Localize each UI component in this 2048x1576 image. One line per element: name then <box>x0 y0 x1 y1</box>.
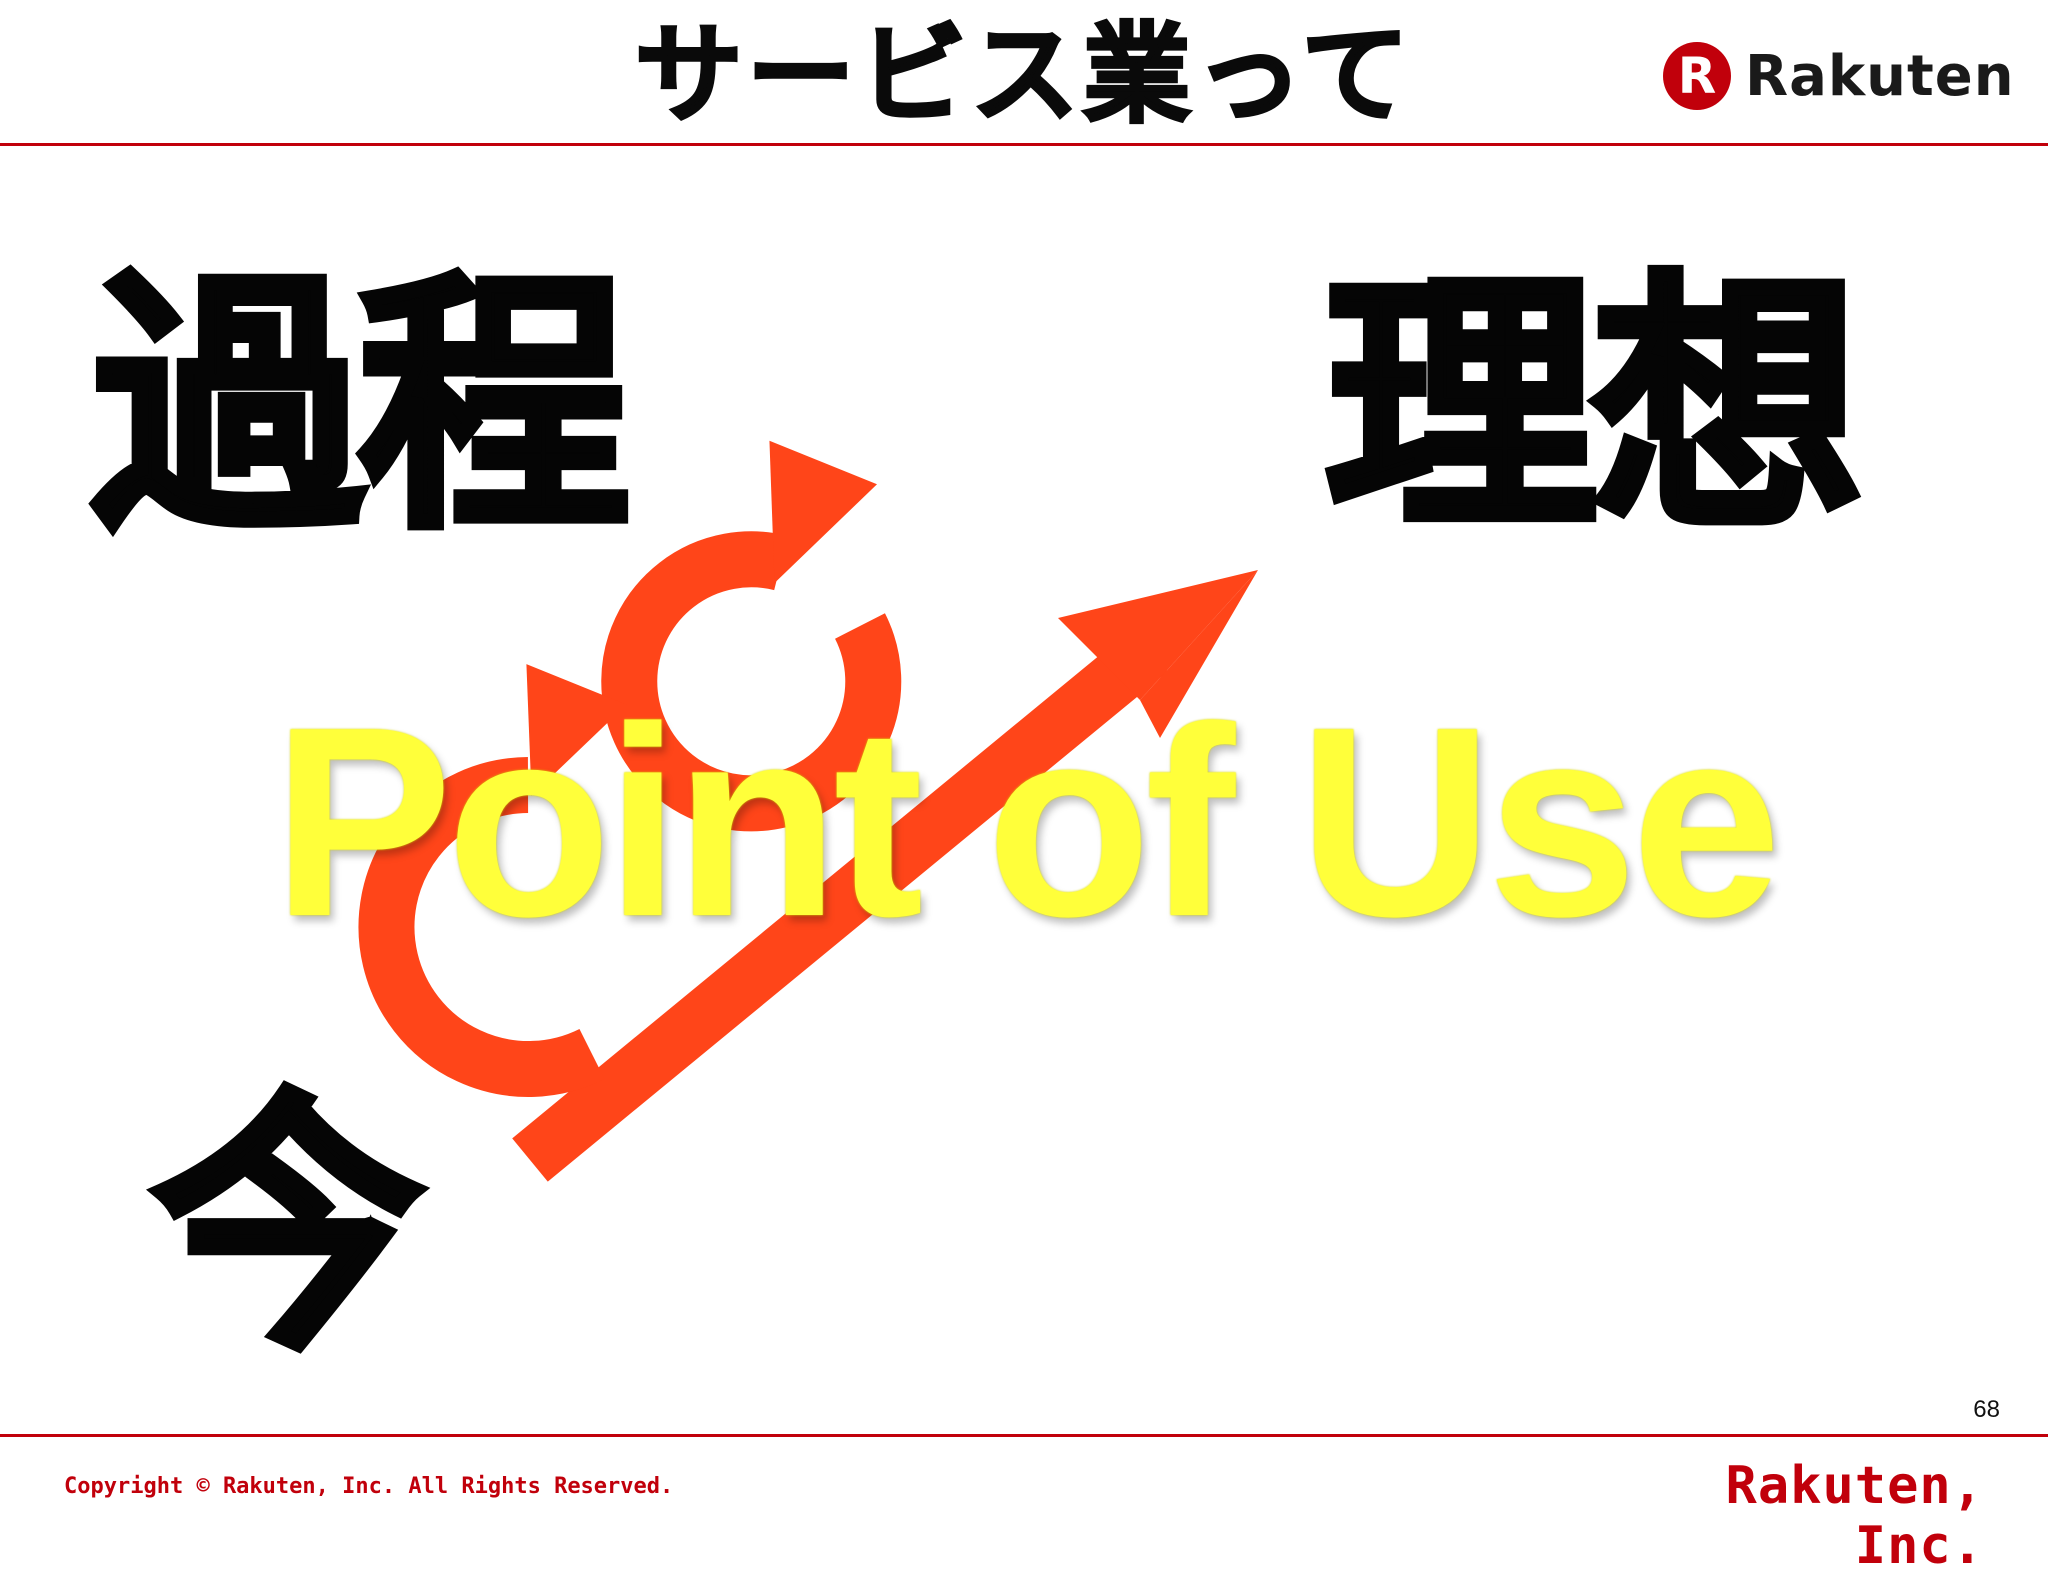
slide: サービス業って R Rakuten 過程 理想 今 Point of Use 6… <box>0 13 2048 1576</box>
logo-text: Rakuten <box>1745 43 2015 109</box>
growth-diagram <box>358 440 1258 1182</box>
header-divider <box>0 143 2048 146</box>
slide-title: サービス業って <box>633 13 1414 138</box>
copyright-notice: Copyright © Rakuten, Inc. All Rights Res… <box>64 1474 674 1499</box>
page-number: 68 <box>1973 1396 2000 1423</box>
label-process: 過程 <box>88 250 634 566</box>
cycle-icon <box>358 664 627 1097</box>
label-now: 今 <box>148 1070 428 1386</box>
label-ideal: 理想 <box>1321 250 1867 566</box>
company-name: Rakuten, Inc. <box>1725 1456 1984 1576</box>
headline-point-of-use: Point of Use <box>272 672 1781 973</box>
footer-divider <box>0 1434 2048 1437</box>
arrow-icon <box>512 570 1258 1182</box>
rakuten-logo: R Rakuten <box>1663 42 2015 110</box>
rakuten-r-icon: R <box>1663 42 1731 110</box>
cycle-icon <box>601 440 902 832</box>
